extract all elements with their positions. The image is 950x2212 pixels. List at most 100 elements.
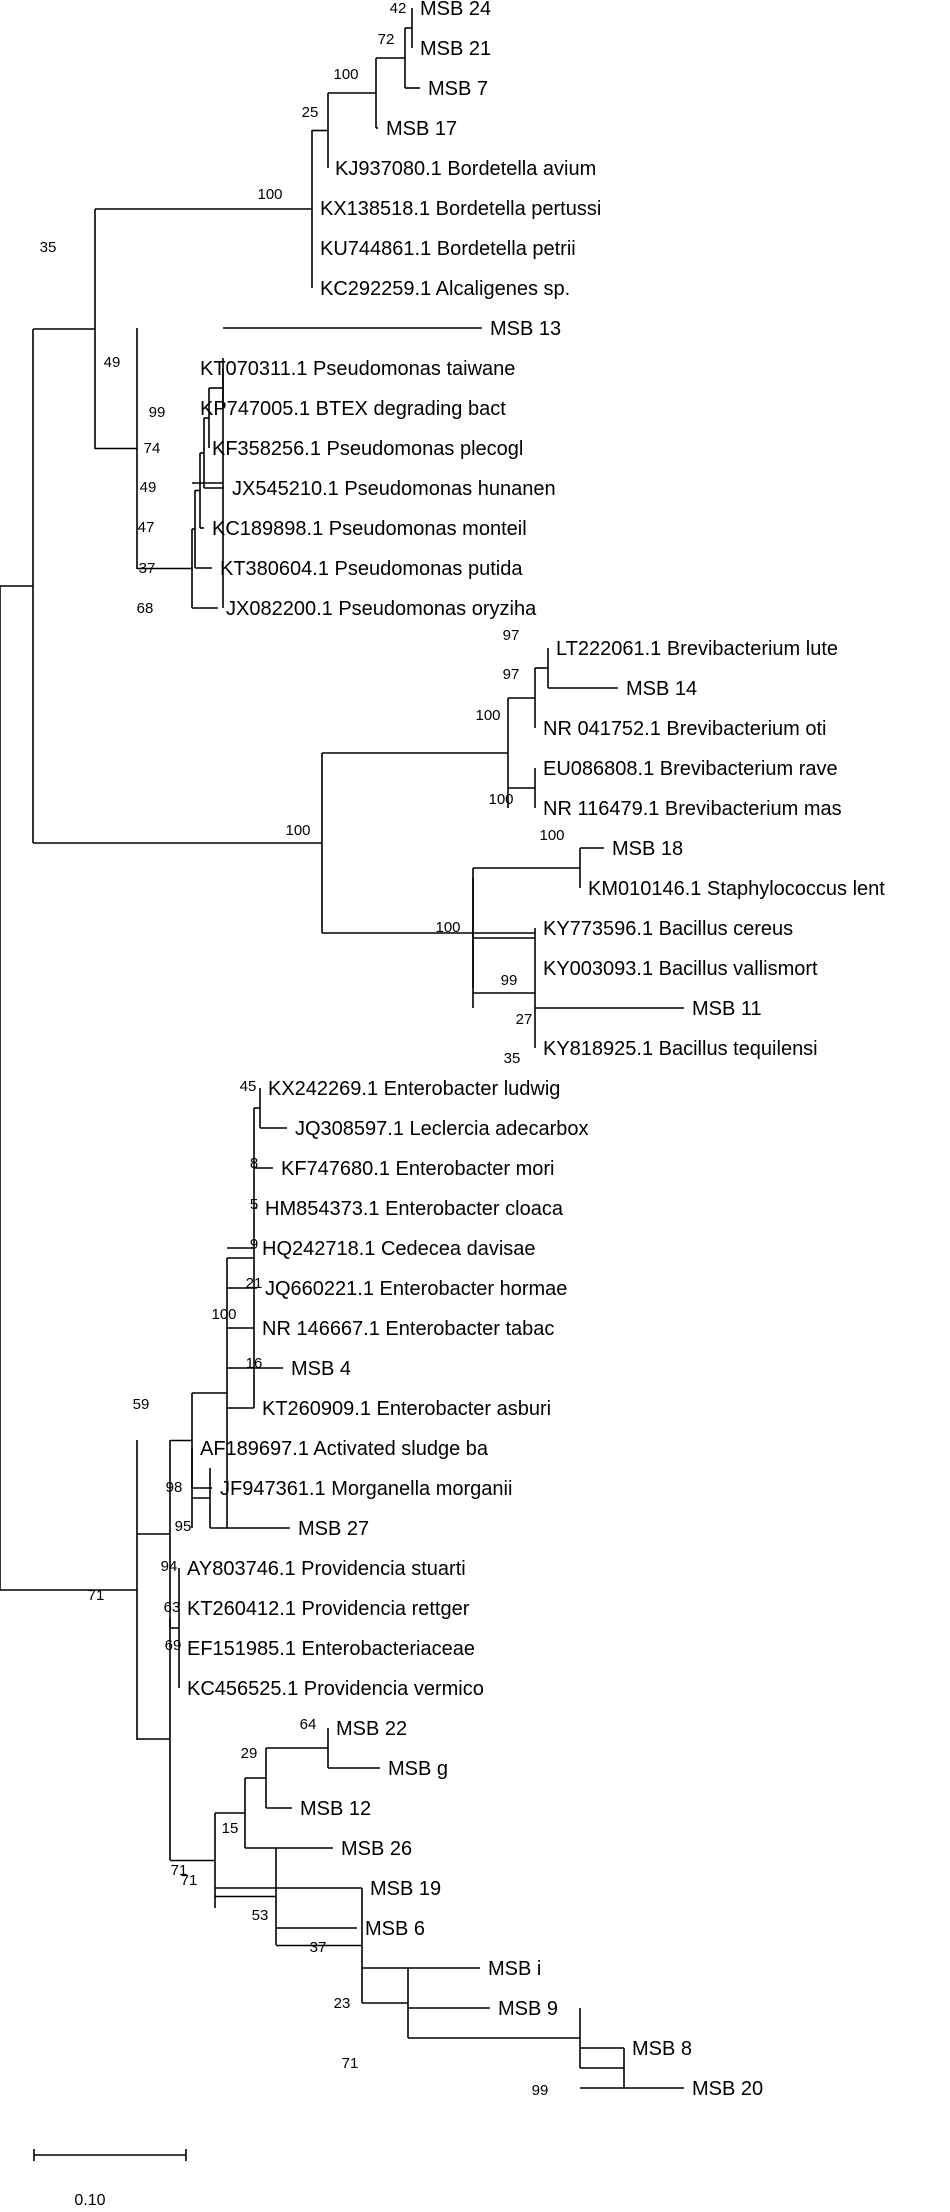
- leaf-label: HM854373.1 Enterobacter cloaca: [265, 1198, 564, 1220]
- leaf-label: EF151985.1 Enterobacteriaceae: [187, 1638, 475, 1660]
- leaf-label: KC292259.1 Alcaligenes sp.: [320, 278, 570, 300]
- leaf-label: MSB 9: [498, 1998, 558, 2020]
- leaf-label: KF747680.1 Enterobacter mori: [281, 1158, 555, 1180]
- leaf-labels: MSB 24 MSB 21 MSB 7 MSB 17 KJ937080.1 Bordet…: [187, 0, 885, 2100]
- leaf-label: KT070311.1 Pseudomonas taiwane: [200, 358, 515, 380]
- bootstrap-value: 23: [334, 1995, 351, 2012]
- bootstrap-value: 53: [252, 1907, 269, 1924]
- leaf-label: LT222061.1 Brevibacterium lute: [556, 638, 838, 660]
- leaf-label: MSB 11: [692, 998, 762, 1020]
- leaf-label: KY003093.1 Bacillus vallismort: [543, 958, 818, 980]
- bootstrap-value: 5: [250, 1196, 258, 1213]
- leaf-label: MSB 24: [420, 0, 491, 20]
- bootstrap-value: 71: [181, 1872, 198, 1889]
- bootstrap-value: 25: [302, 104, 319, 121]
- bootstrap-value: 27: [516, 1011, 533, 1028]
- bootstrap-value: 9: [250, 1236, 258, 1253]
- leaf-label: MSB 26: [341, 1838, 412, 1860]
- bootstrap-value: 45: [240, 1078, 257, 1095]
- leaf-label: MSB 21: [420, 38, 491, 60]
- bootstrap-value: 98: [166, 1479, 183, 1496]
- leaf-label: MSB 19: [370, 1878, 441, 1900]
- leaf-label: KU744861.1 Bordetella petrii: [320, 238, 576, 260]
- leaf-label: AF189697.1 Activated sludge ba: [200, 1438, 489, 1460]
- leaf-label: NR 116479.1 Brevibacterium mas: [543, 798, 842, 820]
- leaf-label: AY803746.1 Providencia stuarti: [187, 1558, 466, 1580]
- bootstrap-value: 64: [300, 1716, 317, 1733]
- leaf-label: JX082200.1 Pseudomonas oryziha: [226, 598, 537, 620]
- bootstrap-value: 71: [88, 1587, 105, 1604]
- bootstrap-value: 49: [104, 354, 121, 371]
- leaf-label: KX138518.1 Bordetella pertussi: [320, 198, 601, 220]
- bootstrap-value: 35: [504, 1050, 521, 1067]
- leaf-label: MSB 8: [632, 2038, 692, 2060]
- bootstrap-value: 100: [488, 791, 513, 808]
- bootstrap-value: 71: [171, 1862, 188, 1879]
- bootstrap-value: 100: [211, 1306, 236, 1323]
- bootstrap-value: 37: [139, 560, 156, 577]
- leaf-label: JQ660221.1 Enterobacter hormae: [265, 1278, 567, 1300]
- bootstrap-value: 71: [342, 2055, 359, 2072]
- bootstrap-value: 94: [161, 1558, 178, 1575]
- leaf-label: MSB 7: [428, 78, 488, 100]
- leaf-label: NR 146667.1 Enterobacter tabac: [262, 1318, 554, 1340]
- bootstrap-value: 100: [435, 919, 460, 936]
- leaf-label: KM010146.1 Staphylococcus lent: [588, 878, 885, 900]
- leaf-label: MSB g: [388, 1758, 448, 1780]
- bootstrap-value: 99: [501, 972, 518, 989]
- leaf-label: KC189898.1 Pseudomonas monteil: [212, 518, 527, 540]
- leaf-label: MSB 17: [386, 118, 457, 140]
- bootstrap-value: 16: [246, 1355, 263, 1372]
- bootstrap-value: 29: [241, 1745, 258, 1762]
- leaf-label: KC456525.1 Providencia vermico: [187, 1678, 484, 1700]
- leaf-label: MSB 12: [300, 1798, 371, 1820]
- leaf-label: JF947361.1 Morganella morganii: [220, 1478, 512, 1500]
- bootstrap-value: 100: [333, 66, 358, 83]
- bootstrap-value: 100: [475, 707, 500, 724]
- leaf-label: JX545210.1 Pseudomonas hunanen: [232, 478, 556, 500]
- bootstrap-value: 15: [222, 1820, 239, 1837]
- leaf-label: KY818925.1 Bacillus tequilensi: [543, 1038, 818, 1060]
- bootstrap-value: 100: [285, 822, 310, 839]
- leaf-label: MSB 20: [692, 2078, 763, 2100]
- leaf-label: KJ937080.1 Bordetella avium: [335, 158, 596, 180]
- bootstrap-value: 100: [257, 186, 282, 203]
- leaf-label: KT260909.1 Enterobacter asburi: [262, 1398, 551, 1420]
- bootstrap-value: 99: [149, 404, 166, 421]
- bootstrap-value: 95: [175, 1518, 192, 1535]
- leaf-label: MSB 6: [365, 1918, 425, 1940]
- leaf-label: KP747005.1 BTEX degrading bact: [200, 398, 506, 420]
- bootstrap-value: 35: [40, 239, 57, 256]
- leaf-label: KY773596.1 Bacillus cereus: [543, 918, 793, 940]
- leaf-label: MSB i: [488, 1958, 541, 1980]
- bootstrap-value: 68: [137, 600, 154, 617]
- bootstrap-value: 59: [133, 1396, 150, 1413]
- bootstrap-value: 47: [138, 519, 155, 536]
- leaf-label: KF358256.1 Pseudomonas plecogl: [212, 438, 523, 460]
- scale-bar: 0.10: [33, 2149, 187, 2209]
- scale-bar-label: 0.10: [74, 2192, 105, 2209]
- support-values: 42 72 100 25 100 35 49 99 74 49 47 37 68 97 97 100 100 10…: [40, 0, 565, 2099]
- bootstrap-value: 21: [246, 1275, 263, 1292]
- leaf-label: MSB 27: [298, 1518, 369, 1540]
- bootstrap-value: 49: [140, 479, 157, 496]
- bootstrap-value: 37: [310, 1939, 327, 1956]
- leaf-label: MSB 4: [291, 1358, 351, 1380]
- leaf-label: HQ242718.1 Cedecea davisae: [262, 1238, 536, 1260]
- bootstrap-value: 97: [503, 627, 520, 644]
- bootstrap-value: 69: [165, 1637, 182, 1654]
- leaf-label: NR 041752.1 Brevibacterium oti: [543, 718, 826, 740]
- leaf-label: KT380604.1 Pseudomonas putida: [220, 558, 523, 580]
- bootstrap-value: 42: [390, 0, 407, 17]
- leaf-label: JQ308597.1 Leclercia adecarbox: [295, 1118, 589, 1140]
- bootstrap-value: 74: [144, 440, 161, 457]
- leaf-label: KX242269.1 Enterobacter ludwig: [268, 1078, 560, 1100]
- leaf-label: MSB 14: [626, 678, 697, 700]
- bootstrap-value: 63: [164, 1599, 181, 1616]
- tree-branches: [0, 8, 684, 2089]
- bootstrap-value: 72: [378, 31, 395, 48]
- leaf-label: EU086808.1 Brevibacterium rave: [543, 758, 838, 780]
- leaf-label: MSB 22: [336, 1718, 407, 1740]
- bootstrap-value: 97: [503, 666, 520, 683]
